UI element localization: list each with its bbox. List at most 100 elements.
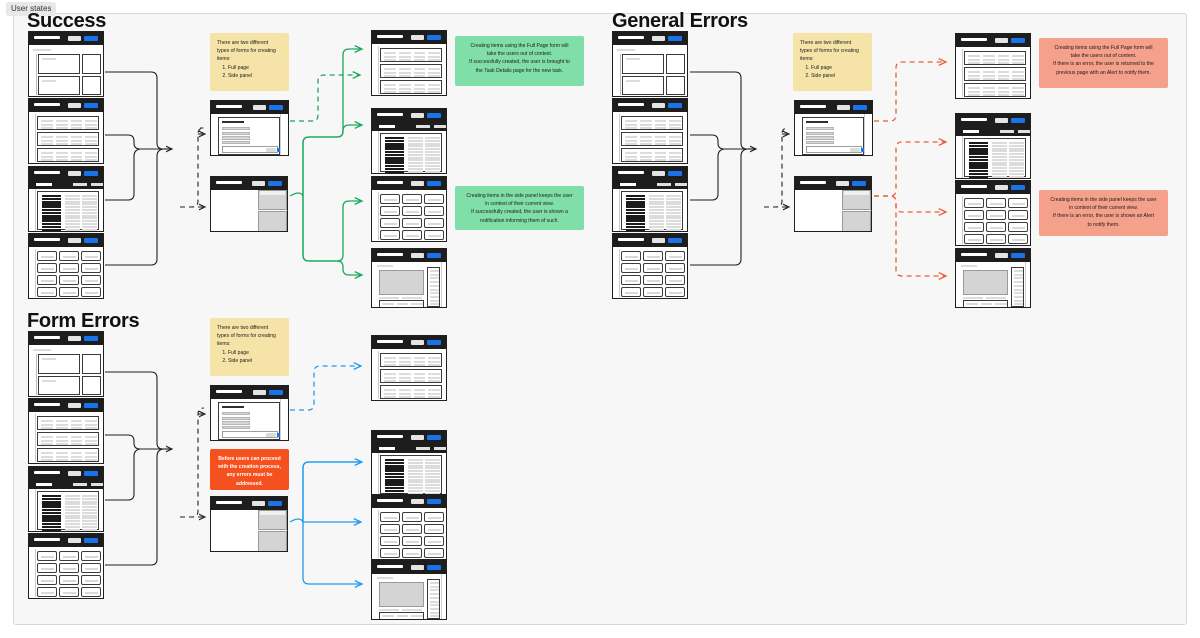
list-row-panel[interactable] [964, 67, 1026, 81]
secondary-button-placeholder[interactable] [995, 37, 1008, 43]
primary-button-placeholder[interactable] [269, 104, 283, 110]
form-field[interactable] [222, 140, 250, 145]
card-item[interactable] [402, 536, 422, 546]
table-wireframe[interactable] [371, 108, 447, 174]
subbar-tab-placeholder[interactable] [91, 183, 103, 186]
side-panel-wireframe[interactable] [210, 496, 288, 552]
card-item[interactable] [59, 275, 79, 285]
card-item[interactable] [81, 563, 101, 573]
task-details-wireframe[interactable] [371, 560, 447, 620]
card-item[interactable] [424, 230, 444, 240]
subbar-tab-placeholder[interactable] [434, 125, 446, 128]
list-row-panel[interactable] [37, 448, 99, 462]
card-item[interactable] [1008, 234, 1028, 244]
card-item[interactable] [1008, 210, 1028, 220]
form-panel[interactable] [218, 402, 280, 440]
list-wireframe[interactable] [28, 398, 104, 464]
secondary-button-placeholder[interactable] [411, 564, 424, 570]
full-page-form-wireframe[interactable] [794, 100, 873, 156]
card-item[interactable] [424, 206, 444, 216]
card-item[interactable] [59, 551, 79, 561]
secondary-button-placeholder[interactable] [411, 180, 424, 186]
list-wireframe[interactable] [612, 98, 688, 164]
primary-button-placeholder[interactable] [84, 170, 98, 176]
cards-wireframe[interactable] [371, 494, 447, 560]
list-wireframe[interactable] [955, 33, 1031, 99]
card-item[interactable] [424, 548, 444, 558]
primary-button-placeholder[interactable] [668, 102, 682, 108]
primary-button-placeholder[interactable] [427, 498, 441, 504]
secondary-button-placeholder[interactable] [652, 170, 665, 176]
full-page-form-wireframe[interactable] [210, 385, 289, 441]
card-item[interactable] [81, 251, 101, 261]
card-item[interactable] [380, 512, 400, 522]
card-item[interactable] [37, 287, 57, 297]
form-panel[interactable] [218, 117, 280, 155]
list-row-panel[interactable] [964, 51, 1026, 65]
table-wireframe[interactable] [371, 430, 447, 496]
list-row-panel[interactable] [380, 48, 442, 62]
list-wireframe[interactable] [371, 335, 447, 401]
form-field[interactable] [806, 127, 834, 131]
form-field[interactable] [806, 140, 834, 145]
card-item[interactable] [59, 263, 79, 273]
card-item[interactable] [37, 563, 57, 573]
subbar-tab-placeholder[interactable] [1018, 130, 1030, 133]
form-field[interactable] [222, 416, 250, 420]
card-item[interactable] [81, 263, 101, 273]
card-item[interactable] [1008, 222, 1028, 232]
secondary-button-placeholder[interactable] [68, 237, 81, 243]
secondary-button-placeholder[interactable] [652, 35, 665, 41]
primary-button-placeholder[interactable] [268, 180, 282, 186]
secondary-button-placeholder[interactable] [68, 102, 81, 108]
table-panel[interactable] [37, 491, 99, 531]
form-field[interactable] [806, 136, 834, 140]
primary-button-placeholder[interactable] [427, 34, 441, 40]
card-item[interactable] [643, 275, 663, 285]
secondary-button-placeholder[interactable] [411, 112, 424, 118]
secondary-button-placeholder[interactable] [253, 104, 266, 110]
secondary-button-placeholder[interactable] [253, 389, 266, 395]
list-row-panel[interactable] [37, 416, 99, 430]
side-panel-drawer-bottom[interactable] [258, 531, 287, 551]
card-item[interactable] [621, 251, 641, 261]
card-item[interactable] [59, 563, 79, 573]
card-item[interactable] [424, 218, 444, 228]
task-details-wireframe[interactable] [371, 248, 447, 308]
table-panel[interactable] [621, 191, 683, 231]
primary-button-placeholder[interactable] [427, 434, 441, 440]
list-row-panel[interactable] [964, 83, 1026, 97]
card-item[interactable] [402, 230, 422, 240]
card-item[interactable] [380, 218, 400, 228]
list-row-panel[interactable] [380, 80, 442, 94]
card-item[interactable] [643, 263, 663, 273]
card-item[interactable] [424, 194, 444, 204]
list-row-panel[interactable] [37, 148, 99, 162]
card-item[interactable] [59, 587, 79, 597]
list-wireframe[interactable] [371, 30, 447, 96]
cards-wireframe[interactable] [955, 180, 1031, 246]
primary-button-placeholder[interactable] [84, 237, 98, 243]
list-row-panel[interactable] [380, 385, 442, 399]
primary-button-placeholder[interactable] [668, 170, 682, 176]
primary-button-placeholder[interactable] [1011, 184, 1025, 190]
card-item[interactable] [986, 198, 1006, 208]
primary-button-placeholder[interactable] [427, 180, 441, 186]
side-panel-drawer-bottom[interactable] [842, 211, 871, 231]
card-item[interactable] [986, 210, 1006, 220]
card-item[interactable] [402, 218, 422, 228]
subbar-tab-placeholder[interactable] [416, 447, 430, 450]
card-item[interactable] [621, 263, 641, 273]
primary-button-placeholder[interactable] [427, 339, 441, 345]
secondary-button-placeholder[interactable] [837, 104, 850, 110]
form-field[interactable] [222, 425, 250, 430]
primary-button-placeholder[interactable] [427, 112, 441, 118]
form-field[interactable] [222, 131, 250, 135]
primary-button-placeholder[interactable] [84, 102, 98, 108]
primary-button-placeholder[interactable] [84, 537, 98, 543]
secondary-button-placeholder[interactable] [68, 35, 81, 41]
card-item[interactable] [1008, 198, 1028, 208]
dashboard-wireframe[interactable] [28, 31, 104, 97]
secondary-button-placeholder[interactable] [68, 170, 81, 176]
table-wireframe[interactable] [28, 166, 104, 232]
